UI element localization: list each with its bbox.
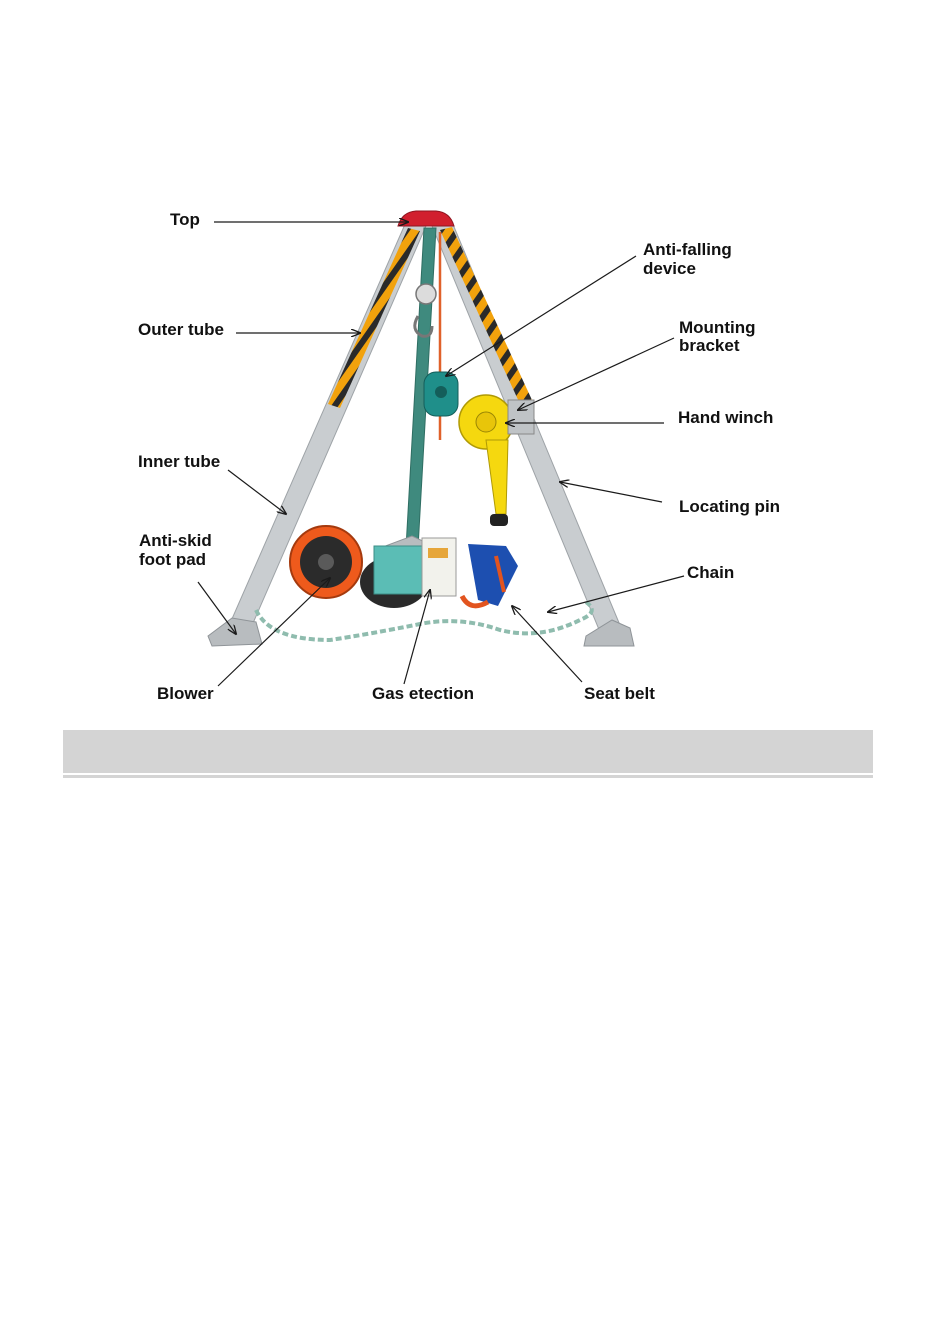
label-anti-skid-2: foot pad bbox=[139, 550, 206, 569]
right-foot-pad bbox=[584, 620, 634, 646]
label-seat-belt: Seat belt bbox=[584, 684, 655, 703]
leader-mounting-bracket bbox=[518, 338, 674, 410]
tripod-photo bbox=[208, 211, 634, 646]
caption-bar bbox=[63, 730, 873, 773]
label-gas-detection: Gas etection bbox=[372, 684, 474, 703]
leader-locating-pin bbox=[560, 482, 662, 502]
label-blower: Blower bbox=[157, 684, 214, 703]
label-anti-falling-2: device bbox=[643, 259, 696, 278]
label-chain: Chain bbox=[687, 563, 734, 582]
anti-fall-device bbox=[424, 372, 458, 416]
chain bbox=[256, 602, 592, 640]
pulley bbox=[416, 284, 436, 304]
label-anti-skid-1: Anti-skid bbox=[139, 531, 212, 550]
leader-anti-skid bbox=[198, 582, 236, 634]
leader-seat-belt bbox=[512, 606, 582, 682]
label-top: Top bbox=[170, 210, 200, 229]
label-anti-falling-1: Anti-falling bbox=[643, 240, 732, 259]
label-locating-pin: Locating pin bbox=[679, 497, 780, 516]
tripod-diagram: Top Anti-falling device Outer tube Mount… bbox=[0, 0, 933, 720]
caption-rule bbox=[63, 775, 873, 778]
harness bbox=[462, 544, 518, 606]
leader-chain bbox=[548, 576, 684, 612]
top-cap bbox=[398, 211, 454, 226]
leader-inner-tube bbox=[228, 470, 286, 514]
label-mounting-2: bracket bbox=[679, 336, 740, 355]
gas-detector-case bbox=[374, 538, 456, 596]
hand-winch-body bbox=[459, 395, 534, 526]
label-outer-tube: Outer tube bbox=[138, 320, 224, 339]
label-mounting-1: Mounting bbox=[679, 318, 755, 337]
label-hand-winch: Hand winch bbox=[678, 408, 773, 427]
left-leg-stripes bbox=[328, 228, 420, 408]
label-inner-tube: Inner tube bbox=[138, 452, 220, 471]
